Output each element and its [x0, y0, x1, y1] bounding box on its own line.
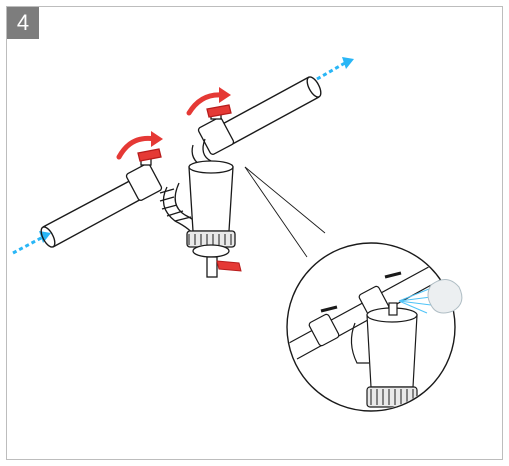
rotate-arrow-head [151, 131, 163, 147]
outflow-arrow-icon [316, 57, 354, 81]
inlet-ball-valve [125, 148, 163, 201]
water-spray-icon [398, 288, 432, 314]
filter-housing-icon [186, 160, 236, 278]
air-cloud-icon [427, 279, 463, 314]
installation-diagram [12, 57, 463, 412]
instruction-panel: 4 [6, 6, 503, 460]
main-pipe [40, 76, 322, 248]
step-number-badge: 4 [7, 7, 39, 39]
drain-valve-icon [216, 260, 242, 272]
detail-magnified-view [286, 242, 463, 412]
outlet-ball-valve [197, 104, 235, 155]
magnifier-callout-icon [244, 166, 326, 258]
rotate-arrow-head [219, 87, 231, 103]
